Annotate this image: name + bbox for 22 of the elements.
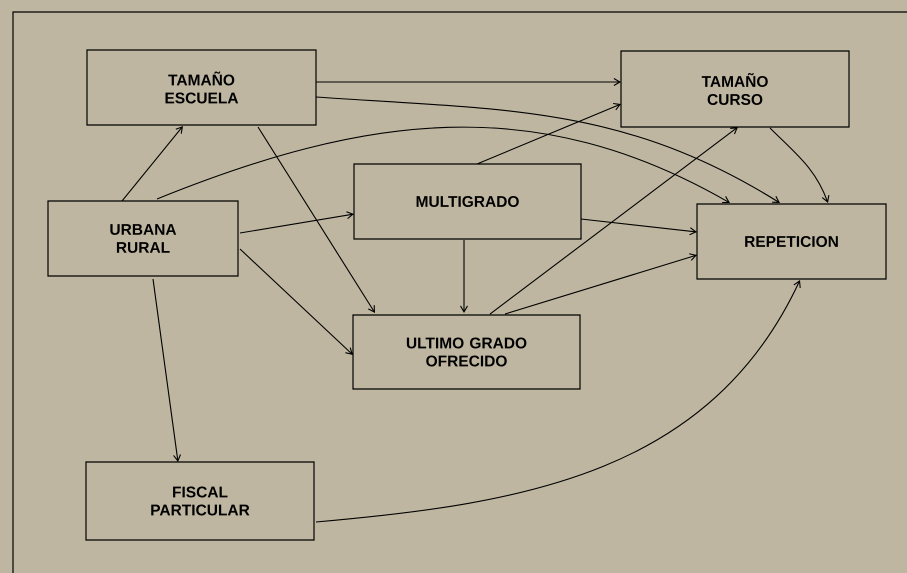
arrow bbox=[258, 126, 375, 313]
arrow bbox=[770, 128, 830, 203]
variable-box: TAMAÑO CURSO bbox=[620, 50, 850, 128]
arrow bbox=[240, 248, 353, 355]
variable-box: URBANA RURAL bbox=[47, 200, 239, 277]
arrow bbox=[152, 278, 182, 462]
variable-box: FISCAL PARTICULAR bbox=[85, 461, 315, 541]
arrow bbox=[316, 96, 780, 203]
variable-box: ULTIMO GRADO OFRECIDO bbox=[352, 314, 581, 390]
arrow bbox=[316, 280, 801, 523]
variable-box: TAMAÑO ESCUELA bbox=[86, 49, 317, 126]
arrow bbox=[122, 126, 183, 202]
arrow bbox=[476, 102, 621, 165]
variable-box: MULTIGRADO bbox=[353, 163, 582, 240]
arrow bbox=[580, 218, 697, 236]
arrow bbox=[460, 240, 468, 313]
arrow bbox=[504, 253, 698, 315]
arrow bbox=[490, 127, 738, 314]
arrow bbox=[240, 211, 354, 234]
variable-box: REPETICION bbox=[696, 203, 887, 280]
arrow bbox=[156, 126, 730, 204]
arrow bbox=[316, 78, 622, 86]
